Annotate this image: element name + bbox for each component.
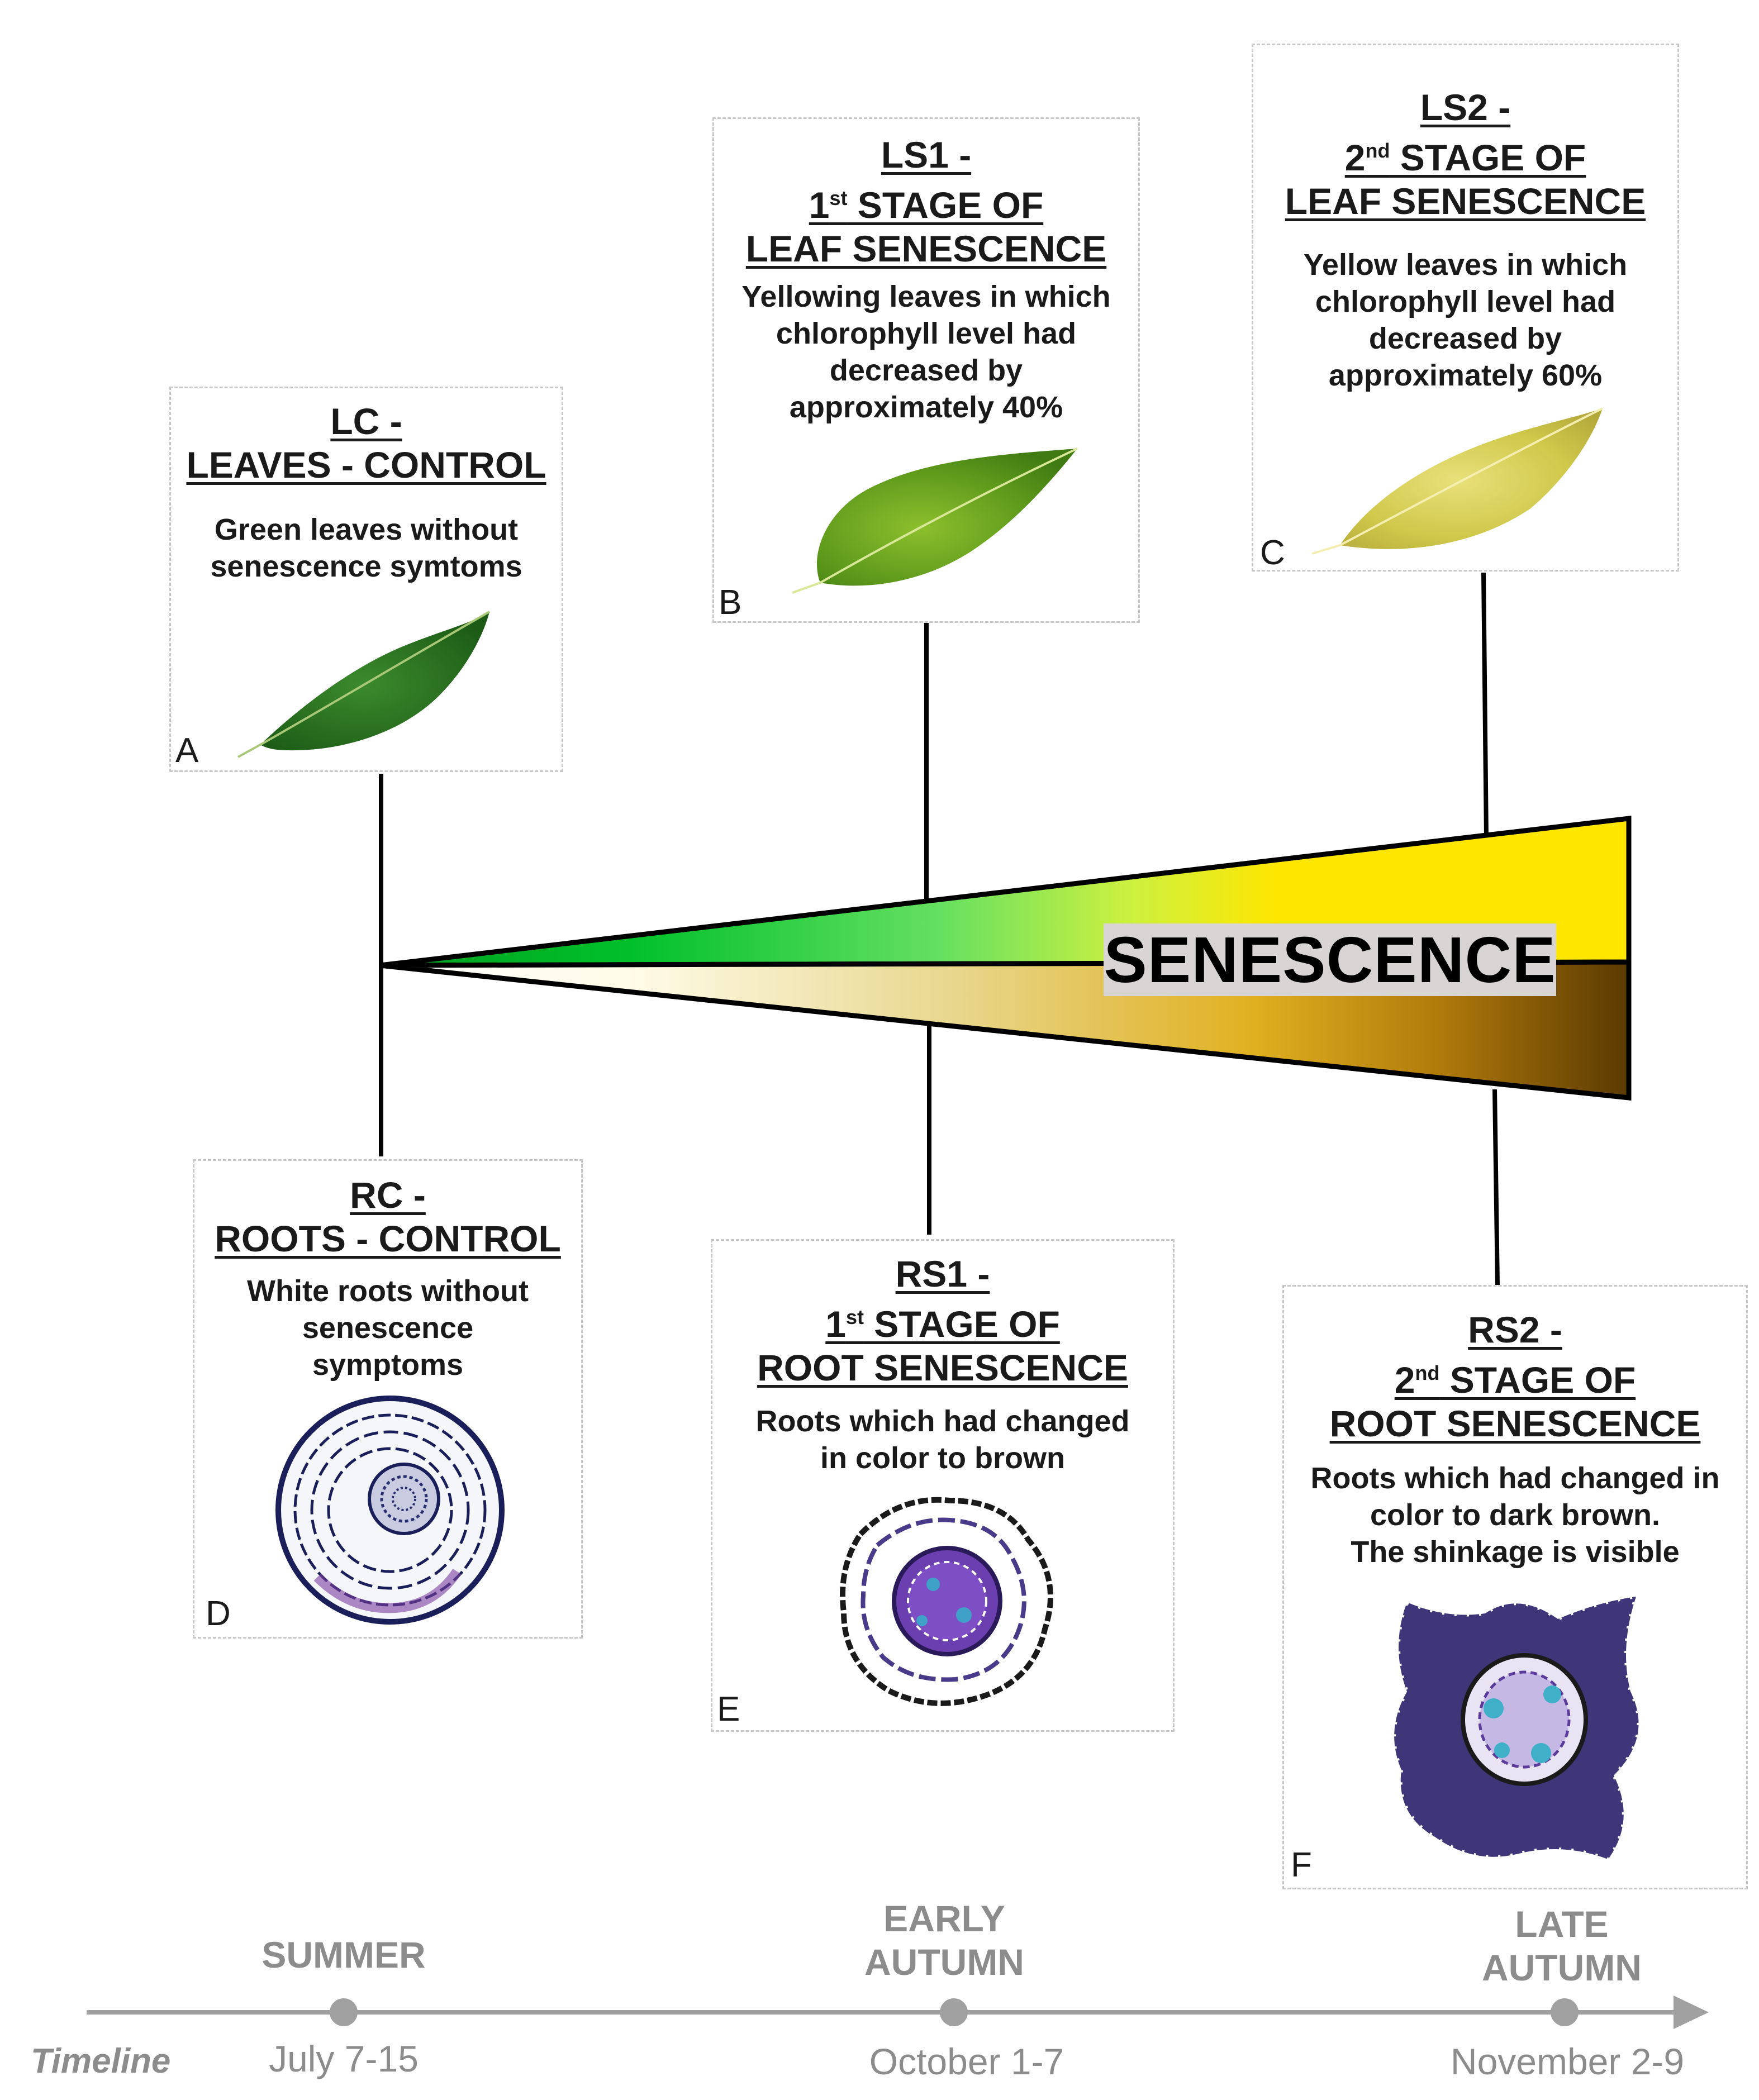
desc-line: in color to brown [820,1441,1065,1475]
panel-title: LS2 - 2nd STAGE OF LEAF SENESCENCE [1253,85,1677,223]
panel-description: Green leaves without senescence symtoms [171,511,562,585]
panel-root-senescence-stage1: RS1 - 1st STAGE OF ROOT SENESCENCE Roots… [711,1239,1175,1732]
season-text: AUTUMN [864,1941,1024,1983]
ordinal-suffix: st [845,1306,864,1328]
panel-description: White roots without senescence symptoms [194,1273,581,1383]
desc-line: decreased by [829,354,1023,387]
panel-heading: ROOT SENESCENCE [757,1347,1128,1388]
panel-leaf-senescence-stage1: LS1 - 1st STAGE OF LEAF SENESCENCE Yello… [712,117,1140,623]
desc-line: senescence symtoms [210,550,522,583]
panel-heading: ROOT SENESCENCE [1329,1403,1701,1444]
panel-leaves-control: LC - LEAVES - CONTROL Green leaves witho… [169,387,563,772]
panel-letter: B [719,583,742,622]
connector-rs2 [1492,1089,1500,1285]
ordinal-suffix: nd [1415,1361,1440,1384]
panel-heading: LEAVES - CONTROL [186,444,546,485]
desc-line: The shinkage is visible [1351,1535,1680,1569]
timeline-arrow-icon [1674,1996,1709,2029]
ordinal-suffix: st [829,187,848,209]
panel-description: Roots which had changed in color to dark… [1284,1460,1746,1570]
season-early-autumn: EARLY AUTUMN [805,1897,1084,1984]
panel-description: Yellow leaves in which chlorophyll level… [1253,246,1677,394]
stage-ordinal: 1 [825,1303,846,1345]
stage-ordinal: 1 [809,184,830,226]
desc-line: color to dark brown. [1370,1498,1661,1532]
panel-letter: D [206,1594,231,1633]
panel-code: LC - [330,401,402,442]
panel-letter: C [1260,534,1285,572]
season-late-autumn: LATE AUTUMN [1422,1902,1701,1989]
desc-line: approximately 40% [789,391,1063,424]
root-cross-section-stage2 [1392,1594,1641,1861]
panel-code: LS2 - [1420,87,1511,128]
panel-title: RC - ROOTS - CONTROL [194,1173,581,1260]
ordinal-suffix: nd [1365,139,1390,162]
desc-line: Roots which had changed in [1310,1461,1720,1495]
desc-line: approximately 60% [1328,359,1603,392]
stage-label: STAGE OF [1390,137,1586,178]
desc-line: chlorophyll level had [1315,285,1616,318]
panel-code: LS1 - [881,134,972,175]
season-text: EARLY [883,1898,1005,1939]
panel-letter: A [175,731,199,770]
panel-heading: ROOTS - CONTROL [215,1218,561,1259]
desc-line: Roots which had changed [755,1404,1130,1438]
panel-leaf-senescence-stage2: LS2 - 2nd STAGE OF LEAF SENESCENCE Yello… [1252,44,1679,572]
green-leaf-photo [237,611,490,758]
stage-label: STAGE OF [1439,1359,1636,1401]
connector-ls2 [1481,572,1489,839]
season-text: LATE [1515,1903,1609,1945]
timeline-marker [940,1998,968,2026]
timeline-label: Timeline [31,2042,171,2080]
season-text: AUTUMN [1482,1947,1642,1988]
timeline-marker [1551,1998,1579,2026]
desc-line: symptoms [312,1348,464,1382]
senescence-label: SENESCENCE [1104,923,1556,996]
desc-line: White roots without [247,1274,529,1308]
panel-description: Yellowing leaves in which chlorophyll le… [714,278,1138,426]
panel-code: RC - [350,1174,426,1216]
panel-code: RS1 - [895,1253,990,1294]
yellowing-leaf-photo [792,447,1078,594]
panel-letter: E [717,1690,740,1728]
stage-label: STAGE OF [847,184,1044,226]
panel-root-senescence-stage2: RS2 - 2nd STAGE OF ROOT SENESCENCE Roots… [1282,1285,1748,1889]
stage-ordinal: 2 [1344,137,1366,178]
panel-description: Roots which had changed in color to brow… [712,1403,1173,1477]
panel-code: RS2 - [1468,1309,1562,1350]
season-text: SUMMER [262,1934,426,1975]
panel-roots-control: RC - ROOTS - CONTROL White roots without… [193,1159,583,1639]
stage-ordinal: 2 [1394,1359,1415,1401]
stage-label: STAGE OF [863,1303,1060,1345]
season-summer: SUMMER [204,1933,483,1977]
panel-heading: LEAF SENESCENCE [1285,180,1646,222]
timeline-marker [330,1998,358,2026]
date-late-autumn: November 2-9 [1450,2041,1685,2082]
desc-line: senescence [302,1311,474,1345]
panel-title: RS1 - 1st STAGE OF ROOT SENESCENCE [712,1252,1173,1389]
desc-line: Yellow leaves in which [1303,248,1628,282]
yellow-leaf-photo [1311,407,1603,555]
panel-title: LS1 - 1st STAGE OF LEAF SENESCENCE [714,133,1138,270]
desc-line: Yellowing leaves in which [741,280,1111,313]
panel-title: RS2 - 2nd STAGE OF ROOT SENESCENCE [1284,1308,1746,1445]
desc-line: chlorophyll level had [776,317,1077,350]
desc-line: decreased by [1368,322,1562,355]
desc-line: Green leaves without [214,513,519,546]
root-cross-section-control [275,1396,505,1625]
date-summer: July 7-15 [269,2038,419,2079]
panel-heading: LEAF SENESCENCE [745,228,1107,269]
date-early-autumn: October 1-7 [869,2041,1064,2082]
panel-letter: F [1291,1846,1312,1884]
root-cross-section-stage1 [840,1497,1053,1706]
panel-title: LC - LEAVES - CONTROL [171,399,562,487]
